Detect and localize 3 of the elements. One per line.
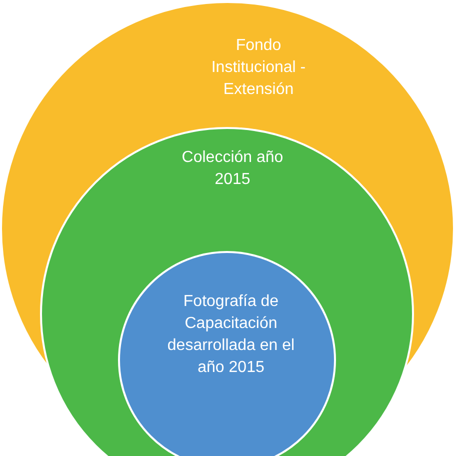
circle-label: Fondo Institucional - Extensión: [210, 36, 307, 100]
circle-label: Colección año 2015: [180, 148, 284, 190]
circle-label: Fotografía de Capacitación desarrollada en el año 2015: [166, 292, 296, 378]
